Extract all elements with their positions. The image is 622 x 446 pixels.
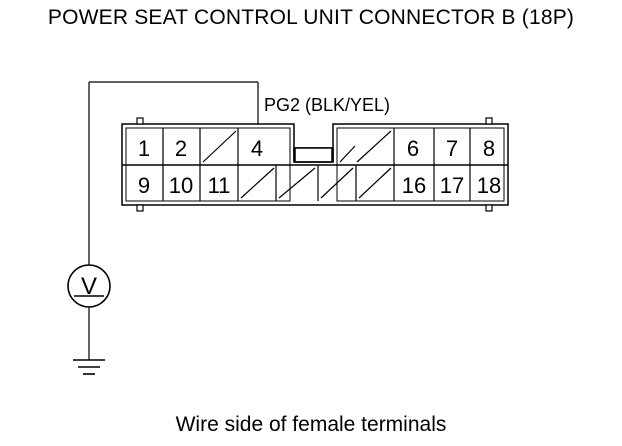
wire-label: PG2 (BLK/YEL) <box>264 95 390 115</box>
probe-wire <box>88 81 259 360</box>
pin-7: 7 <box>446 136 458 161</box>
pin-17: 17 <box>440 173 464 198</box>
pin-6: 6 <box>407 136 419 161</box>
pin-10: 10 <box>169 173 193 198</box>
pin-4: 4 <box>251 136 263 161</box>
pin-9: 9 <box>138 173 150 198</box>
voltmeter-symbol: V <box>81 273 97 300</box>
ground-icon <box>73 359 105 375</box>
diagram-caption: Wire side of female terminals <box>175 413 447 436</box>
voltmeter-icon: V <box>67 264 111 308</box>
pin-8: 8 <box>483 136 495 161</box>
pin-1: 1 <box>138 136 150 161</box>
pin-16: 16 <box>402 173 426 198</box>
pin-11: 11 <box>208 173 231 198</box>
pin-2: 2 <box>175 136 187 161</box>
diagram-title: POWER SEAT CONTROL UNIT CONNECTOR B (18P… <box>47 6 575 29</box>
pin-labels: 1 2 4 6 7 8 9 10 11 16 17 18 <box>138 136 501 198</box>
connector-body <box>121 117 509 212</box>
pin-18: 18 <box>477 173 501 198</box>
